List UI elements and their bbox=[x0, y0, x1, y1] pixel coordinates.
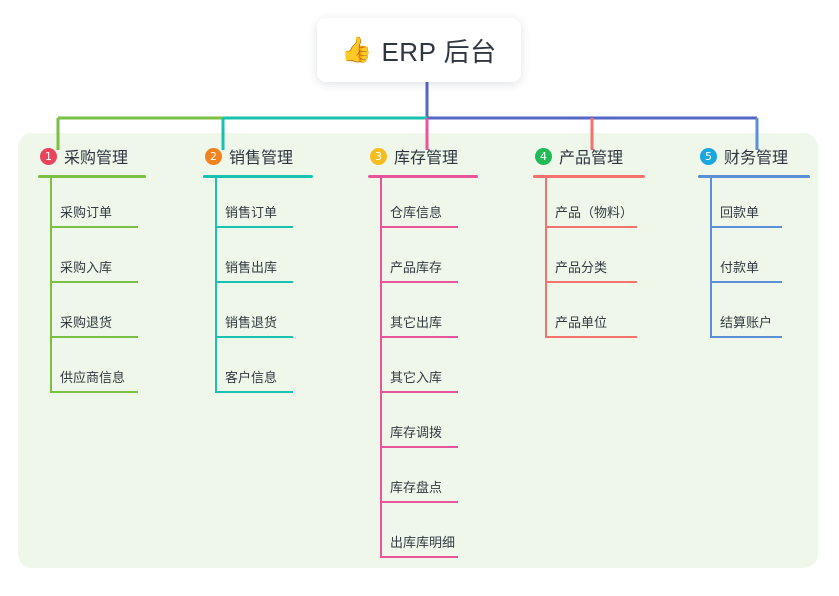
leaf-item[interactable]: 其它入库 bbox=[390, 370, 443, 385]
column-rule-1 bbox=[38, 175, 146, 178]
branch-list-4: 产品（物料） 产品分类产品单位 bbox=[533, 178, 645, 376]
leaf-underline bbox=[215, 281, 293, 283]
leaf-item[interactable]: 付款单 bbox=[720, 260, 760, 275]
column-badge-3: 3 bbox=[370, 147, 387, 165]
branch-list-5: 回款单付款单结算账户 bbox=[698, 178, 810, 376]
leaf-underline bbox=[380, 336, 458, 338]
column-title-5: 财务管理 bbox=[724, 150, 789, 167]
leaf-item[interactable]: 库存盘点 bbox=[390, 480, 443, 495]
branch-spine-4 bbox=[545, 178, 547, 336]
column-4: 4 产品管理产品（物料） 产品分类产品单位 bbox=[533, 144, 645, 376]
leaf-underline bbox=[380, 556, 458, 558]
column-rule-3 bbox=[368, 175, 478, 178]
column-rule-5 bbox=[698, 175, 810, 178]
column-header-4[interactable]: 4 产品管理 bbox=[533, 144, 645, 168]
leaf-underline bbox=[50, 226, 138, 228]
column-header-2[interactable]: 2 销售管理 bbox=[203, 144, 313, 168]
branch-spine-1 bbox=[50, 178, 52, 391]
leaf-underline bbox=[50, 281, 138, 283]
leaf-underline bbox=[380, 281, 458, 283]
leaf-item[interactable]: 销售订单 bbox=[225, 205, 278, 220]
leaf-item[interactable]: 结算账户 bbox=[720, 315, 773, 330]
leaf-underline bbox=[380, 391, 458, 393]
branch-spine-5 bbox=[710, 178, 712, 336]
leaf-item[interactable]: 回款单 bbox=[720, 205, 760, 220]
leaf-item[interactable]: 销售退货 bbox=[225, 315, 278, 330]
leaf-item[interactable]: 其它出库 bbox=[390, 315, 443, 330]
leaf-underline bbox=[215, 226, 293, 228]
branch-spine-3 bbox=[380, 178, 382, 556]
column-title-1: 采购管理 bbox=[64, 150, 129, 167]
leaf-item[interactable]: 客户信息 bbox=[225, 370, 278, 385]
column-badge-5: 5 bbox=[700, 147, 717, 165]
column-5: 5 财务管理回款单付款单结算账户 bbox=[698, 144, 810, 376]
column-1: 1 采购管理采购订单采购入库采购退货供应商信息 bbox=[38, 144, 146, 431]
leaf-underline bbox=[545, 226, 637, 228]
leaf-underline bbox=[50, 391, 138, 393]
branch-list-3: 仓库信息产品库存其它出库其它入库库存调拨库存盘点出库库明细 bbox=[368, 178, 478, 596]
root-node-content: 👍 ERP 后台 bbox=[341, 32, 496, 69]
column-3: 3 库存管理仓库信息产品库存其它出库其它入库库存调拨库存盘点出库库明细 bbox=[368, 144, 478, 596]
branch-spine-2 bbox=[215, 178, 217, 391]
leaf-underline bbox=[380, 501, 458, 503]
leaf-item[interactable]: 采购入库 bbox=[60, 260, 113, 275]
column-header-3[interactable]: 3 库存管理 bbox=[368, 144, 478, 168]
leaf-underline bbox=[50, 336, 138, 338]
column-title-3: 库存管理 bbox=[394, 150, 459, 167]
leaf-item[interactable]: 产品（物料） bbox=[555, 205, 634, 220]
leaf-underline bbox=[215, 336, 293, 338]
root-node[interactable]: 👍 ERP 后台 bbox=[317, 18, 521, 82]
leaf-item[interactable]: 库存调拨 bbox=[390, 425, 443, 440]
column-badge-1: 1 bbox=[40, 147, 57, 165]
branch-list-1: 采购订单采购入库采购退货供应商信息 bbox=[38, 178, 146, 431]
leaf-underline bbox=[545, 281, 637, 283]
leaf-item[interactable]: 采购订单 bbox=[60, 205, 113, 220]
branch-list-2: 销售订单销售出库销售退货客户信息 bbox=[203, 178, 313, 431]
leaf-underline bbox=[545, 336, 637, 338]
leaf-item[interactable]: 出库库明细 bbox=[390, 535, 456, 550]
leaf-item[interactable]: 产品库存 bbox=[390, 260, 443, 275]
leaf-underline bbox=[380, 446, 458, 448]
column-title-4: 产品管理 bbox=[559, 150, 624, 167]
leaf-item[interactable]: 产品分类 bbox=[555, 260, 608, 275]
branches-panel bbox=[18, 133, 818, 568]
leaf-underline bbox=[380, 226, 458, 228]
column-title-2: 销售管理 bbox=[229, 150, 294, 167]
column-badge-4: 4 bbox=[535, 147, 552, 165]
leaf-underline bbox=[710, 336, 782, 338]
column-badge-2: 2 bbox=[205, 147, 222, 165]
leaf-underline bbox=[215, 391, 293, 393]
leaf-item[interactable]: 供应商信息 bbox=[60, 370, 126, 385]
leaf-underline bbox=[710, 281, 782, 283]
column-2: 2 销售管理销售订单销售出库销售退货客户信息 bbox=[203, 144, 313, 431]
leaf-item[interactable]: 采购退货 bbox=[60, 315, 113, 330]
root-title: ERP 后台 bbox=[381, 36, 497, 67]
column-header-1[interactable]: 1 采购管理 bbox=[38, 144, 146, 168]
column-rule-4 bbox=[533, 175, 645, 178]
leaf-item[interactable]: 仓库信息 bbox=[390, 205, 443, 220]
column-header-5[interactable]: 5 财务管理 bbox=[698, 144, 810, 168]
column-rule-2 bbox=[203, 175, 313, 178]
leaf-item[interactable]: 销售出库 bbox=[225, 260, 278, 275]
leaf-underline bbox=[710, 226, 782, 228]
leaf-item[interactable]: 产品单位 bbox=[555, 315, 608, 330]
thumbs-up-icon: 👍 bbox=[341, 35, 373, 64]
